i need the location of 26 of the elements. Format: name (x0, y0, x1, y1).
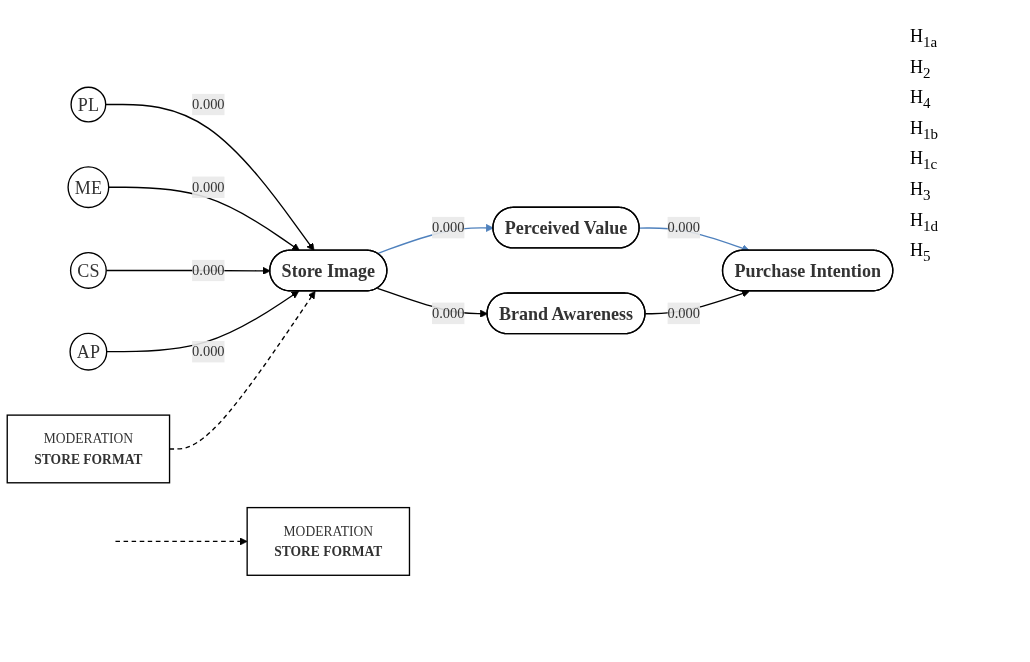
node-box: MODERATION STORE FORMAT (246, 506, 411, 576)
hypothesis-label: H$_{1a}$ (910, 26, 939, 51)
node-circle: PL (70, 86, 107, 123)
node-circle: AP (69, 332, 108, 371)
hypothesis-label: H$_{5}$ (910, 240, 932, 265)
hypothesis-label: H$_{1c}$ (910, 148, 939, 173)
hypothesis-label: H$_{1d}$ (910, 209, 939, 235)
arrow (106, 290, 300, 353)
node-circle: ME (67, 166, 110, 208)
hypothesis-label: H$_{4}$ (910, 87, 932, 112)
edge-label: 0.000 (192, 178, 225, 195)
arrow (105, 103, 315, 251)
edge-label: 0.000 (432, 304, 465, 321)
edge-label: 0.000 (192, 96, 225, 112)
node-box: MODERATION STORE FORMAT (6, 414, 171, 484)
arrow (114, 537, 248, 546)
edge-label: 0.000 (667, 304, 700, 321)
hypothesis-label: H$_{2}$ (910, 56, 932, 82)
hypothesis-label: H$_{1b}$ (910, 117, 939, 143)
edge-label: 0.000 (667, 219, 700, 235)
arrow (108, 186, 300, 251)
node-circle: CS (69, 251, 107, 289)
edge-label: 0.000 (192, 343, 225, 359)
hypothesis-label: H$_{3}$ (910, 178, 932, 204)
edge-label: 0.000 (192, 262, 225, 278)
edge-label: 0.000 (432, 219, 465, 235)
